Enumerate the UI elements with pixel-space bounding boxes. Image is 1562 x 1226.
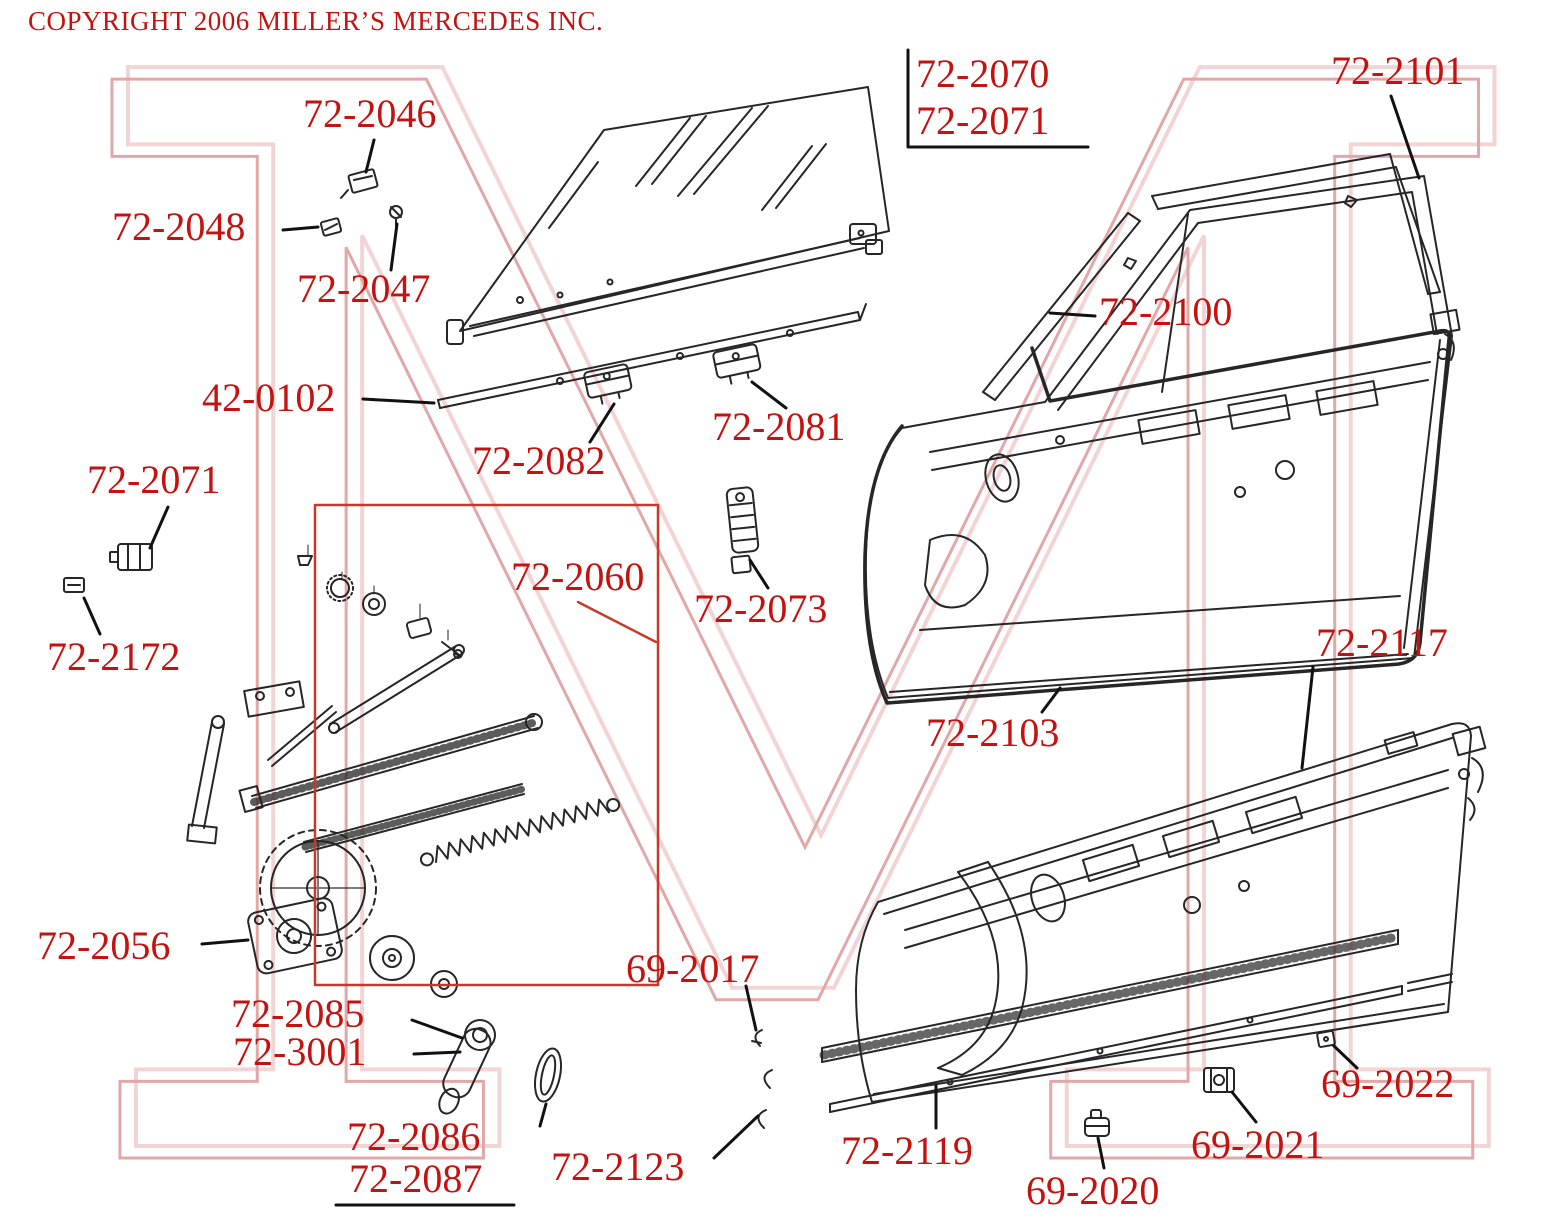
watermark-letter-shadow: M	[54, 0, 1562, 1226]
leader-lines	[82, 48, 1421, 1207]
window-frame-trim-drawing	[1151, 153, 1441, 295]
crank-handle-drawing	[438, 1019, 496, 1115]
part-label-72-2119: 72-2119	[841, 1128, 973, 1173]
window-regulator-drawing	[186, 544, 543, 998]
part-label-72-2117: 72-2117	[1316, 620, 1448, 665]
glass-clip-72-2082-drawing	[583, 363, 633, 405]
part-label-72-2082: 72-2082	[472, 438, 606, 483]
part-label-72-2060: 72-2060	[511, 554, 645, 599]
door-seal-drawing	[863, 328, 1452, 705]
part-label-72-2087: 72-2087	[349, 1156, 483, 1201]
part-label-72-2101: 72-2101	[1331, 48, 1465, 93]
part-label-72-2073: 72-2073	[694, 586, 828, 631]
part-label-72-2172: 72-2172	[47, 634, 181, 679]
window-glass-drawing	[446, 86, 890, 345]
clip-72-2046-drawing	[340, 168, 379, 199]
part-label-69-2022: 69-2022	[1321, 1061, 1455, 1106]
tension-spring-drawing	[419, 797, 621, 867]
watermark-letter: M	[38, 0, 1553, 1226]
window-lift-rail-drawing	[437, 303, 867, 409]
regulator-highlight-box	[313, 503, 660, 987]
lower-door-shell-drawing	[855, 722, 1487, 1103]
part-label-72-2071-top: 72-2071	[916, 98, 1050, 143]
part-label-69-2021: 69-2021	[1191, 1122, 1325, 1167]
part-label-72-2047: 72-2047	[297, 266, 431, 311]
part-label-72-2056: 72-2056	[37, 923, 171, 968]
copyright-text: COPYRIGHT 2006 MILLER’S MERCEDES INC.	[28, 6, 604, 36]
part-label-72-2048: 72-2048	[112, 204, 246, 249]
stop-72-2071-left-drawing	[109, 543, 153, 571]
window-frame-seal-drawing	[982, 212, 1141, 401]
guide-72-2073-drawing	[725, 486, 760, 575]
escutcheon-drawing	[533, 1047, 563, 1103]
part-label-72-2100: 72-2100	[1099, 289, 1233, 334]
part-label-72-2081: 72-2081	[712, 404, 846, 449]
part-label-69-2020: 69-2020	[1026, 1168, 1160, 1213]
part-label-72-2070: 72-2070	[916, 51, 1050, 96]
glass-clip-72-2081-drawing	[712, 343, 762, 385]
part-label-42-0102: 42-0102	[202, 375, 336, 420]
part-label-72-2103: 72-2103	[926, 710, 1060, 755]
part-label-72-2123: 72-2123	[551, 1144, 685, 1189]
part-label-69-2017: 69-2017	[626, 946, 760, 991]
part-label-72-2046: 72-2046	[303, 91, 437, 136]
part-label-72-2085: 72-2085	[231, 991, 365, 1036]
part-label-72-2071-left: 72-2071	[87, 457, 221, 502]
part-label-72-3001: 72-3001	[233, 1029, 367, 1074]
door-moldings-drawing	[819, 929, 1453, 1113]
part-label-72-2086: 72-2086	[347, 1114, 481, 1159]
clip-72-2048-drawing	[319, 217, 343, 237]
buffer-72-2172-drawing	[63, 577, 85, 593]
molding-clips-drawing	[751, 1029, 1336, 1137]
